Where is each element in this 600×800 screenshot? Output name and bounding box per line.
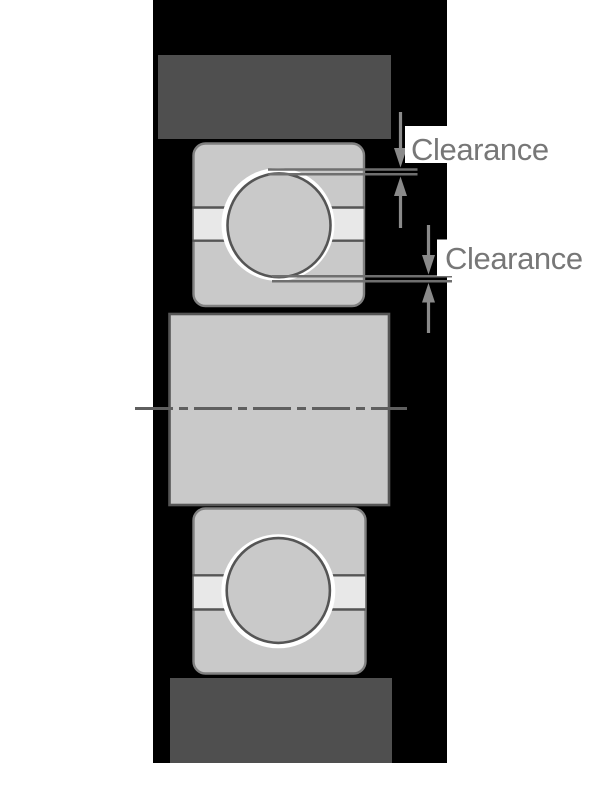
top-clearance-dimension [268,112,418,228]
top-clearance-label-box [405,126,549,163]
housing-top [158,55,391,139]
bottom-clearance-dimension [272,225,452,333]
bottom-bearing [192,507,367,675]
top-clearance-label-group: Clearance [405,126,549,167]
top-clearance-label: Clearance [411,132,549,167]
arrow-down-icon [394,148,407,168]
top-bearing [192,142,366,308]
housing-bottom [170,678,392,763]
bottom-clearance-label-group: Clearance [437,239,583,276]
top-bearing-ball [226,172,332,279]
arrow-up-icon [394,176,407,196]
bottom-bearing-ball [225,536,332,645]
bottom-clearance-label: Clearance [445,241,583,276]
arrow-down-icon [422,255,435,275]
bottom-clearance-label-box [437,239,581,276]
arrow-up-icon [422,283,435,303]
